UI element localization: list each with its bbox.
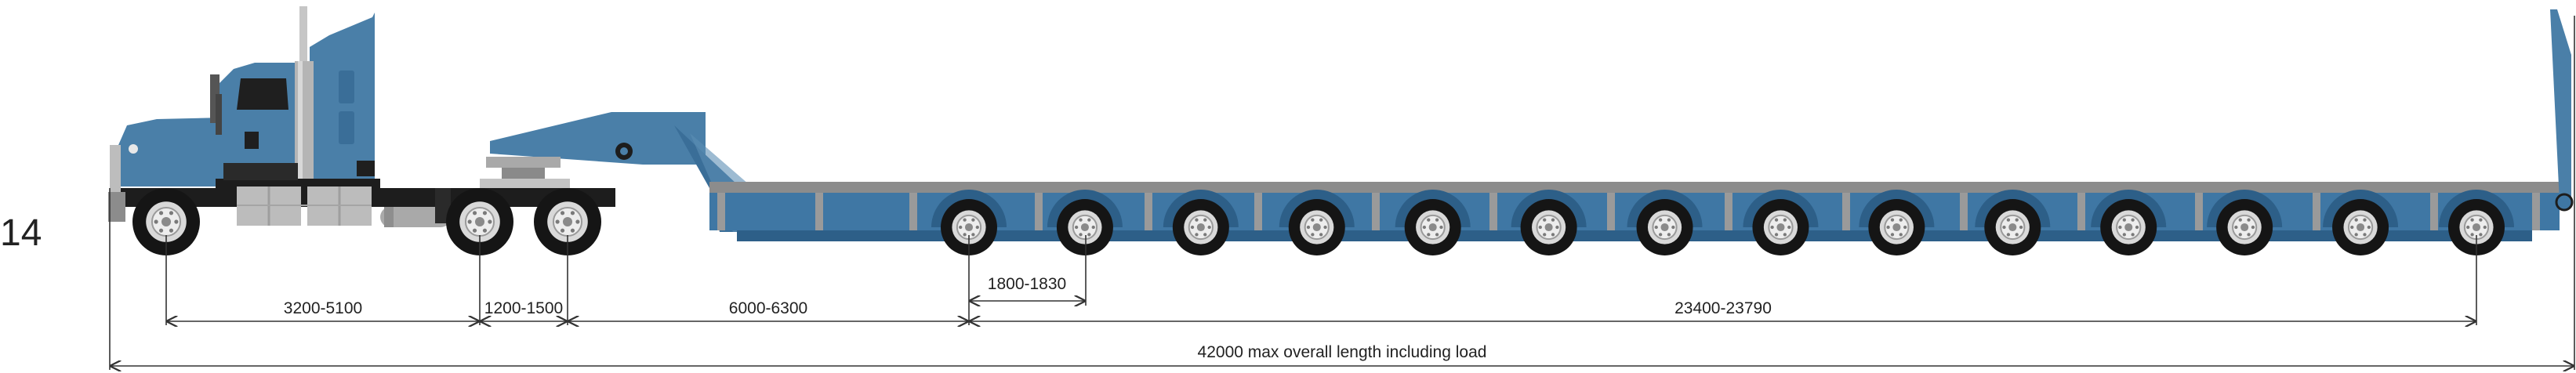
fifth-wheel [486,157,561,168]
truck-wheels [132,188,601,255]
wheel-icon [2091,190,2167,255]
deck-rail [709,182,2560,193]
dim-kingpin-to-first-axle: 6000-6300 [729,299,807,317]
wheel-icon [534,188,601,255]
row-label: 14 [0,212,42,254]
wheel-icon [1627,190,1703,255]
deck-post [1254,193,1262,230]
cab-door-window [245,132,259,149]
wheel-icon [1395,190,1471,255]
wheel-icon [1511,190,1587,255]
gooseneck [490,112,706,165]
deck-post [1035,193,1043,230]
deck-post [815,193,823,230]
wheel-icon [1279,190,1355,255]
wheel-icon [1743,190,1819,255]
wheel-icon [132,188,200,255]
wheel-icon [446,188,513,255]
wheel-icon [2207,190,2283,255]
dim-axle-spacing: 1800-1830 [988,275,1066,293]
deck-post [2077,193,2085,230]
deck-post [1842,193,1850,230]
exhaust-stack [299,6,307,61]
deck-post [1960,193,1968,230]
deck-post [1607,193,1615,230]
deck-post [909,193,917,230]
dim-axle-group-length: 23400-23790 [1674,299,1772,317]
headlight [129,144,138,154]
low-loader-trailer-icon [490,9,2574,255]
deck-post [717,193,725,230]
wheel-icon [1859,190,1935,255]
wheel-icon [1047,190,1123,255]
dim-prime-mover-wheelbase: 3200-5100 [284,299,362,317]
deck-post [1145,193,1152,230]
bumper [108,192,125,222]
wheel-icon [1975,190,2051,255]
deck-post [2195,193,2203,230]
dimensions [109,16,2575,370]
wheel-icon [2439,190,2514,255]
wheel-icon [1163,190,1239,255]
wheel-icon [931,190,1007,255]
rear-light [2555,193,2574,212]
deck-post [1372,193,1380,230]
rear-upright [2550,9,2571,202]
deck-post [1489,193,1497,230]
wheel-icon [2323,190,2399,255]
dim-drive-axle-spacing: 1200-1500 [484,299,563,317]
trailer-wheels [931,190,2514,255]
deck-posts [717,193,2540,230]
dimension-labels: 3200-5100 1200-1500 6000-6300 1800-1830 … [284,275,1772,361]
deck-post [1725,193,1732,230]
dim-overall-length: 42000 max overall length including load [1198,343,1487,361]
deck-post [2430,193,2438,230]
deck-post [2532,193,2540,230]
hood [114,118,223,186]
grille [110,145,121,192]
cab-window [237,78,288,110]
deck-post [2313,193,2320,230]
truck-cab-icon [108,6,615,255]
